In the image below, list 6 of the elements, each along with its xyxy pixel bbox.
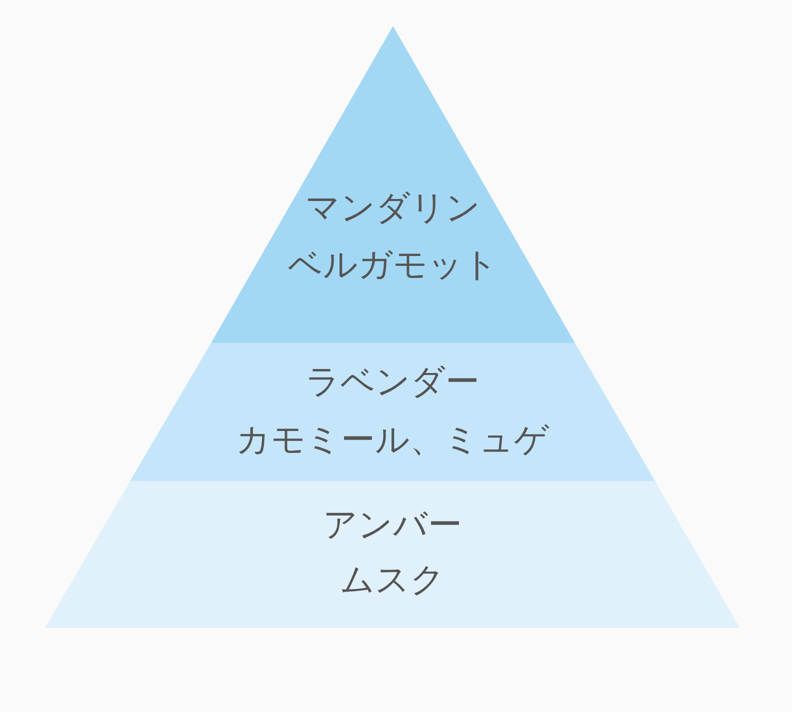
tier-label: カモミール、ミュゲ [236,419,549,462]
tier-label: マンダリン [306,187,480,230]
tier-label: ベルガモット [288,244,498,287]
tier-label: ムスク [340,559,445,602]
tier-label: ラベンダー [306,361,480,404]
tier-label: アンバー [323,504,462,547]
